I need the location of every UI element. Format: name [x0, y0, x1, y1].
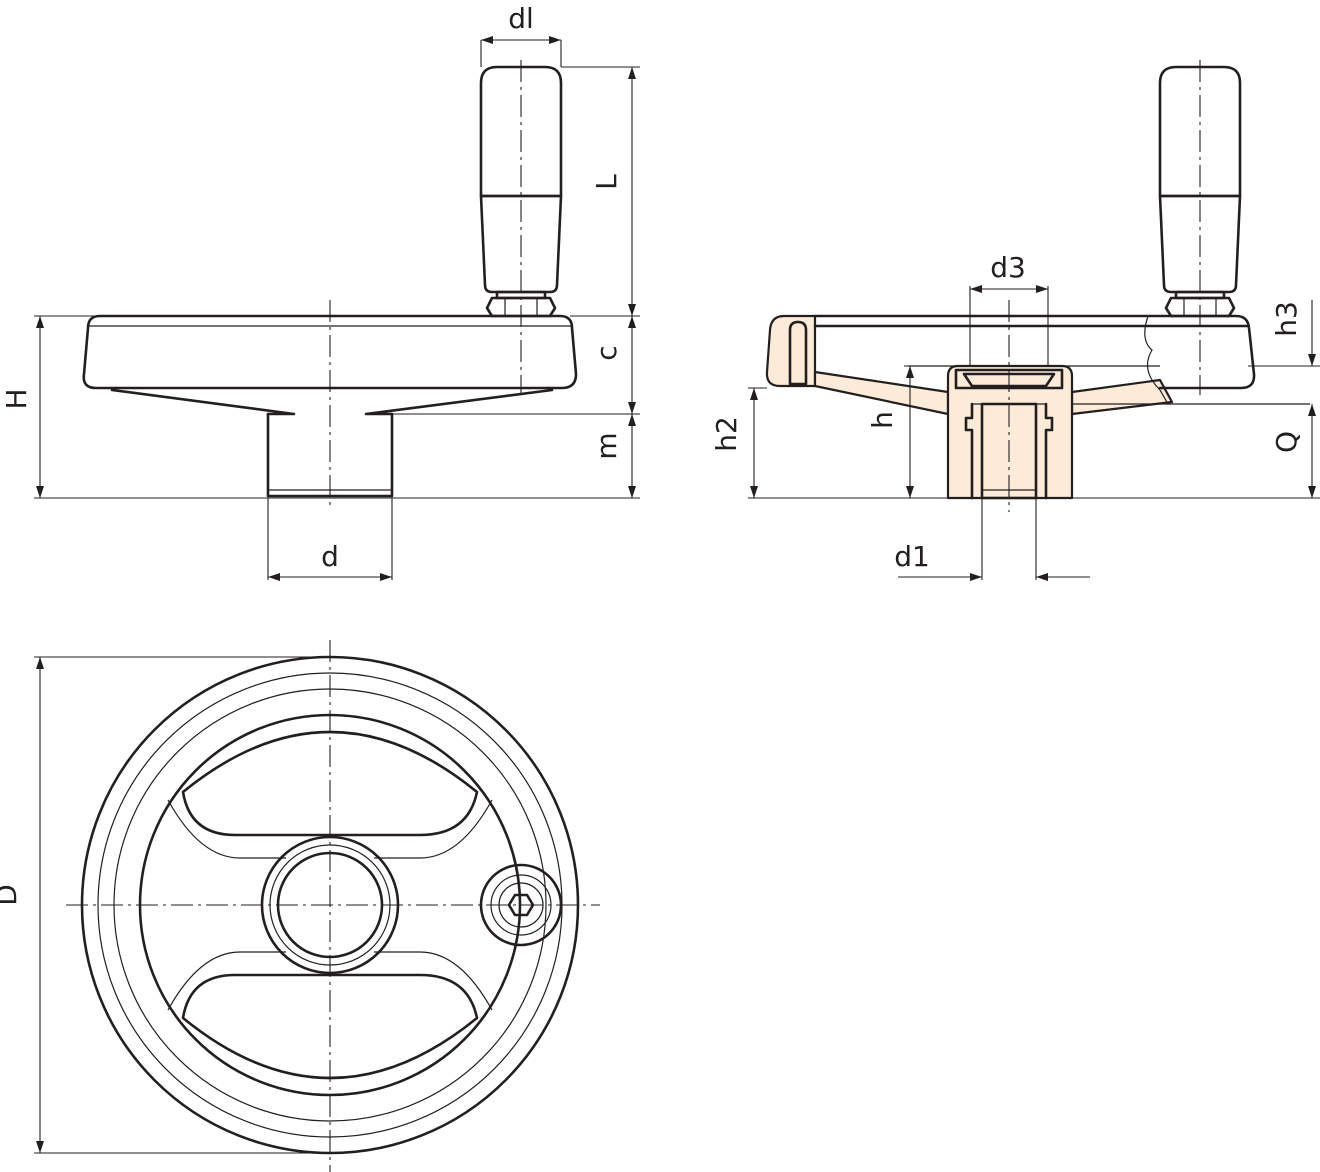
label-m: m	[590, 432, 623, 459]
rim-section-outline	[813, 314, 1256, 390]
label-h2: h2	[710, 416, 743, 452]
label-d: d	[321, 540, 339, 573]
label-h: h	[866, 411, 899, 429]
hex-socket-icon	[507, 893, 535, 917]
hub-section	[946, 364, 1074, 500]
label-D: D	[0, 884, 23, 906]
label-L: L	[590, 174, 623, 190]
label-c: c	[590, 345, 623, 360]
label-dl: dl	[508, 2, 534, 35]
section-view	[765, 60, 1310, 512]
front-view	[66, 640, 600, 1172]
label-Q: Q	[1270, 431, 1303, 453]
side-view-dimensions: dl L c m H d	[0, 2, 640, 581]
side-view	[82, 60, 578, 510]
spoke-section	[813, 370, 950, 416]
label-h3: h3	[1270, 301, 1303, 337]
front-view-dimensions: D	[0, 656, 330, 1154]
spoke-cone	[110, 386, 554, 416]
label-d1: d1	[894, 540, 930, 573]
spoke-section-right	[1070, 378, 1174, 416]
label-H: H	[0, 388, 33, 409]
rim-side	[82, 314, 578, 390]
label-d3: d3	[990, 251, 1026, 284]
spoke-window-top	[181, 730, 479, 837]
section-view-dimensions: d3 h3 h2 h Q d1	[710, 251, 1320, 581]
spoke-window-bottom	[181, 973, 479, 1080]
